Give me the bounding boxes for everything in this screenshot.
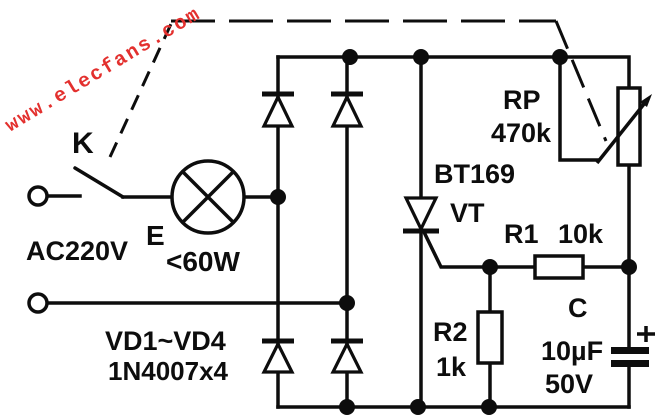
diode-icon [330, 338, 364, 374]
resistor-r1-icon [533, 254, 585, 280]
wiper-arrowhead-icon [640, 94, 652, 107]
label-r2-name: R2 [433, 317, 468, 347]
switch-blade-icon [73, 166, 125, 199]
plus-polarity-icon [637, 326, 655, 342]
diode-icon [261, 91, 295, 128]
capacitor-icon [611, 326, 655, 367]
label-cap-value: 10µF [541, 336, 603, 366]
watermark-text: www.elecfans.com [2, 3, 206, 138]
diode-icon [261, 338, 295, 374]
potentiometer-icon [595, 86, 652, 167]
pot-wiper-tie-wire [558, 55, 600, 162]
label-r2-value: 1k [436, 352, 467, 382]
mechanical-link [108, 19, 608, 158]
label-ac-input: AC220V [26, 236, 128, 266]
junction-dots [270, 49, 637, 415]
junction-dot [413, 49, 429, 65]
label-pot-name: RP [503, 85, 541, 115]
resistor-r2-icon [476, 310, 504, 365]
junction-dot [339, 295, 355, 311]
ac-terminal-bottom-icon [27, 292, 49, 314]
label-scr-part: BT169 [434, 159, 515, 189]
junction-dot [410, 399, 426, 415]
label-bridge-name: VD1~VD4 [105, 326, 226, 356]
junction-dot [481, 399, 497, 415]
label-cap-name: C [568, 293, 588, 323]
label-r1-value: 10k [558, 219, 604, 249]
junction-dot [552, 49, 568, 65]
junction-dot [342, 49, 358, 65]
junction-dot [339, 399, 355, 415]
label-r1-name: R1 [504, 219, 539, 249]
label-scr-name: VT [450, 198, 485, 228]
scr-gate-wire [421, 229, 492, 269]
junction-dot [621, 259, 637, 275]
mechanical-link-right-diagonal [554, 20, 608, 142]
ac-terminal-top-icon [27, 185, 49, 207]
diode-icon [330, 91, 364, 128]
label-lamp: E [146, 220, 165, 251]
label-switch: K [72, 127, 94, 160]
lamp-icon [170, 159, 246, 235]
top-bus-wire [276, 55, 631, 90]
junction-dot [270, 189, 286, 205]
label-pot-value: 470k [491, 118, 552, 148]
label-cap-voltage: 50V [545, 369, 593, 399]
label-bridge-part: 1N4007x4 [108, 356, 229, 386]
bridge-rectifier [261, 91, 364, 374]
junction-dot [482, 259, 498, 275]
scr-icon [403, 196, 439, 234]
label-lamp-rating: <60W [166, 246, 240, 277]
